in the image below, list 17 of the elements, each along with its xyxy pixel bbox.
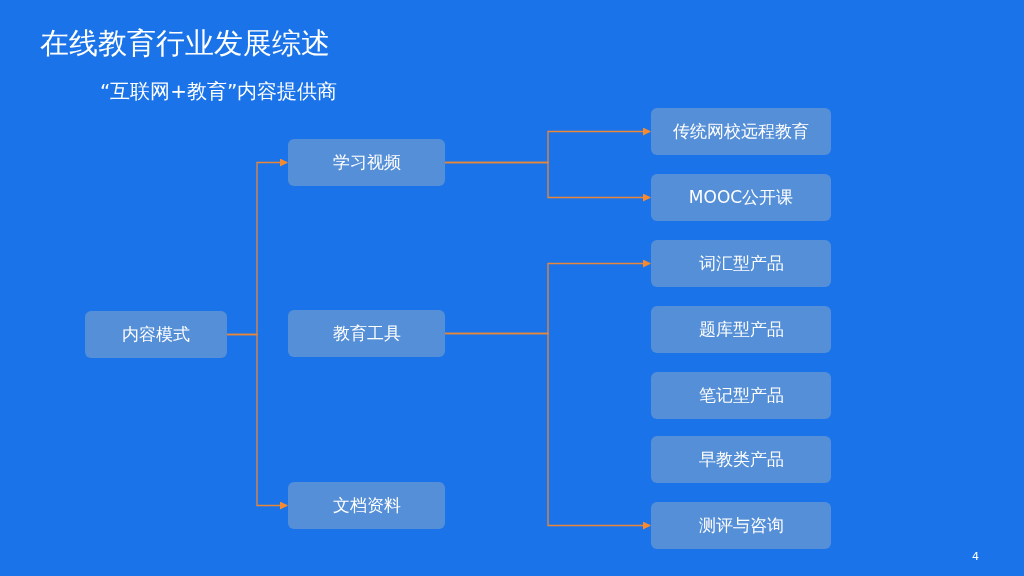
arrow — [226, 333, 288, 510]
content-box: 笔记型产品 — [651, 372, 831, 419]
slide-title: 在线教育行业发展综述 — [40, 25, 330, 62]
subtitle: “互联网+教育”内容提供商 — [100, 78, 338, 105]
content-box: 文档资料 — [288, 482, 445, 529]
content-box: 教育工具 — [288, 310, 445, 357]
arrow — [444, 161, 651, 202]
content-box: 测评与咨询 — [651, 502, 831, 549]
content-box: 题库型产品 — [651, 306, 831, 353]
content-box: 早教类产品 — [651, 436, 831, 483]
content-box: 传统网校远程教育 — [651, 108, 831, 155]
content-box: 词汇型产品 — [651, 240, 831, 287]
page-number: 4 — [972, 550, 979, 563]
content-box: MOOC公开课 — [651, 174, 831, 221]
content-box: 内容模式 — [85, 311, 227, 358]
arrow — [444, 332, 651, 530]
content-box: 学习视频 — [288, 139, 445, 186]
